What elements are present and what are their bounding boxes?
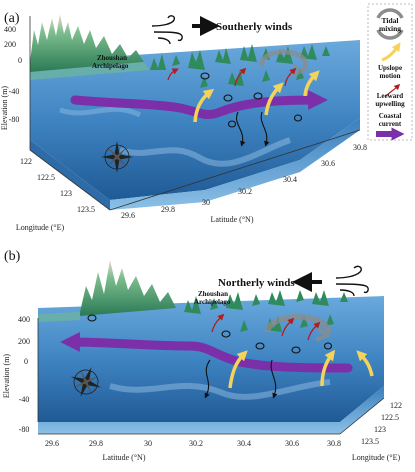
archipelago-label-2: Archipelago: [92, 62, 129, 70]
legend-upslope-motion-2: motion: [380, 72, 401, 80]
compass-rose-icon: [70, 366, 102, 398]
latitude-axis-label: Latitude (°N): [103, 453, 146, 462]
panel-label: (b): [4, 249, 21, 264]
upslope-motion-arrows: [228, 349, 374, 389]
leeward-upwelling-arrows: [167, 67, 297, 87]
sea-side-front: [110, 118, 360, 210]
longitude-tick: 123.5: [361, 437, 379, 446]
latitude-tick: 30.8: [353, 143, 367, 152]
latitude-tick: 30.4: [283, 175, 297, 184]
latitude-tick: 29.8: [161, 205, 175, 214]
tidal-mixing-icon: [376, 8, 404, 40]
longitude-axis-label: Longitude (°E): [16, 223, 65, 232]
elevation-tick: 200: [4, 40, 16, 49]
longitude-tick: 122: [390, 401, 402, 410]
latitude-tick: 30.6: [321, 159, 335, 168]
elevation-tick: -40: [9, 87, 20, 96]
circulation-loops: [87, 314, 333, 399]
wind-icon: [335, 265, 369, 297]
elevation-tick: 400: [18, 315, 30, 324]
leeward-upwelling-arrows: [211, 313, 321, 341]
latitude-tick: 29.6: [45, 439, 59, 448]
elevation-tick: -40: [19, 395, 30, 404]
elevation-tick: 0: [18, 56, 22, 65]
latitude-tick: 30.2: [238, 187, 252, 196]
upslope-motion-icon: [381, 42, 401, 62]
legend-tidal-mixing-1: Tidal: [382, 16, 399, 25]
legend-leeward-upwelling-1: Leeward: [377, 92, 404, 100]
longitude-tick: 122.5: [381, 413, 399, 422]
latitude-tick: 30.4: [237, 439, 251, 448]
latitude-tick: 30.8: [327, 439, 341, 448]
longitude-tick: 123: [60, 189, 72, 198]
wind-label: Northerly winds: [218, 277, 295, 289]
latitude-tick: 30.2: [189, 439, 203, 448]
upslope-motion-arrows: [193, 70, 320, 123]
legend-tidal-mixing-2: mixing: [379, 24, 401, 33]
sea-surface: [38, 296, 384, 422]
latitude-tick: 30.6: [285, 439, 299, 448]
legend-coastal-current-2: current: [379, 120, 402, 128]
longitude-axis-label: Longitude (°E): [352, 453, 401, 462]
circulation-loops: [200, 72, 303, 147]
latitude-tick: 30: [144, 439, 152, 448]
longitude-tick: 123: [374, 425, 386, 434]
elevation-tick: 0: [24, 357, 28, 366]
legend: Tidal mixing Upslope motion Leeward upwe…: [367, 3, 413, 141]
latitude-tick: 30: [202, 198, 210, 207]
tidal-mixing-swirl: [264, 314, 331, 342]
panel-b: Northerly winds (b) Zhoushan Archipelago…: [0, 236, 415, 467]
elevation-axis-label: Elevation (m): [0, 86, 9, 131]
legend-leeward-upwelling-2: upwelling: [375, 100, 405, 108]
archipelago-label-2: Archipelago: [194, 298, 231, 306]
elevation-tick: -80: [9, 115, 20, 124]
sea-side-front: [38, 386, 384, 434]
leeward-upwelling-icon: [385, 83, 401, 97]
coastal-current-arrow: [70, 90, 328, 119]
elevation-tick: 200: [18, 337, 30, 346]
latitude-tick: 29.6: [121, 211, 135, 220]
compass-rose-icon: [101, 141, 133, 173]
longitude-tick: 122.5: [37, 173, 55, 182]
mainland-mountains: [30, 14, 144, 72]
latitude-axis-label: Latitude (°N): [211, 215, 254, 224]
elevation-axis-label: Elevation (m): [2, 354, 11, 399]
archipelago-label-1: Zhoushan: [198, 290, 228, 298]
panel-label: (a): [4, 11, 20, 26]
longitude-tick: 123.5: [77, 205, 95, 214]
panel-b-figure: Northerly winds (b) Zhoushan Archipelago…: [2, 249, 402, 462]
coastal-current-arrow: [60, 332, 353, 373]
panel-a: Southerly winds (a) Zhoushan Archipelago…: [0, 0, 415, 233]
elevation-tick: 400: [4, 25, 16, 34]
legend-upslope-motion-1: Upslope: [378, 64, 402, 72]
archipelago-label-1: Zhoushan: [97, 54, 127, 62]
sea-side-left: [30, 140, 110, 210]
wind-label: Southerly winds: [216, 21, 293, 33]
mainland-mountains: [80, 260, 176, 316]
panel-a-figure: Southerly winds (a) Zhoushan Archipelago…: [0, 3, 413, 232]
elevation-tick: -80: [19, 425, 30, 434]
wind-icon: [151, 15, 183, 45]
latitude-tick: 29.8: [89, 439, 103, 448]
legend-coastal-current-1: Coastal: [379, 112, 402, 120]
longitude-tick: 122: [20, 157, 32, 166]
